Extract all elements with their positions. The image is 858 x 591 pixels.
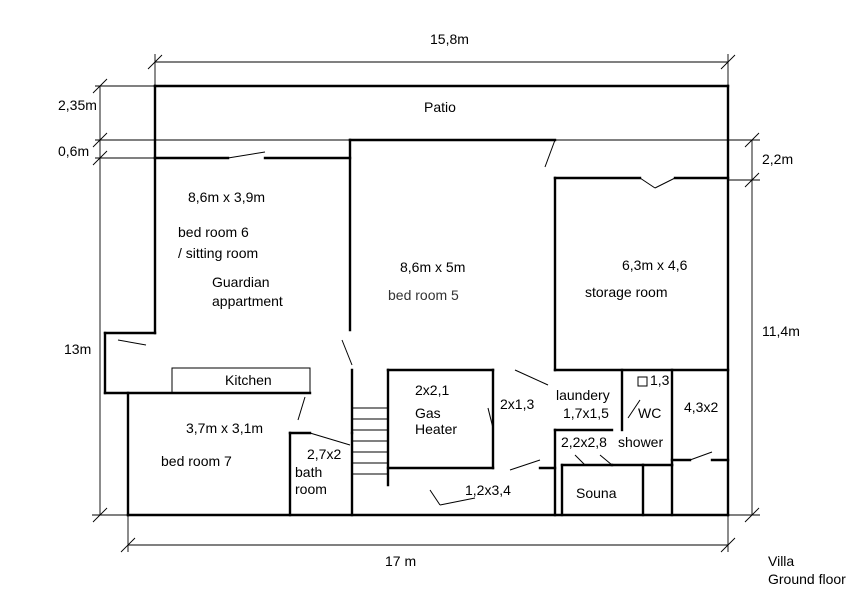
corridor-size: 2x1,3 (500, 396, 534, 412)
caption-line2: Ground floor (768, 571, 846, 587)
bath-label-2: room (295, 481, 327, 497)
sauna-size: 2,2x2,8 (561, 434, 607, 450)
labels: 15,8m 17 m 2,35m 0,6m 13m 2,2m 11,4m Pat… (58, 31, 846, 587)
gas-label: Gas (415, 405, 441, 421)
top-width-label: 15,8m (430, 31, 469, 47)
bedroom6-size: 8,6m x 3,9m (188, 189, 265, 205)
stairs (352, 368, 390, 487)
right-upper-label: 2,2m (762, 151, 793, 167)
shower-label: shower (618, 434, 663, 450)
bedroom7-name: bed room 7 (161, 453, 232, 469)
bath-label: bath (295, 464, 322, 480)
hall-size: 1,2x3,4 (465, 482, 511, 498)
bath-size: 2,7x2 (307, 446, 341, 462)
gas-label-2: Heater (415, 421, 457, 437)
storage-name: storage room (585, 284, 667, 300)
dimension-lines (92, 54, 760, 553)
sauna-label: Souna (576, 485, 617, 501)
kitchen-label: Kitchen (225, 372, 272, 388)
laundry-size: 1,7x1,5 (563, 405, 609, 421)
patio-label: Patio (424, 99, 456, 115)
patio-depth-label: 2,35m (58, 97, 97, 113)
bedroom7-size: 3,7m x 3,1m (186, 420, 263, 436)
bedroom6-name: bed room 6 (178, 224, 249, 240)
gap-label: 0,6m (58, 143, 89, 159)
wc-size: 1,3 (650, 372, 670, 388)
wc-label: WC (638, 405, 661, 421)
left-height-label: 13m (64, 341, 91, 357)
storage-size: 6,3m x 4,6 (622, 257, 688, 273)
right-room-size: 4,3x2 (684, 399, 718, 415)
caption-line1: Villa (768, 553, 794, 569)
wc-symbol (637, 376, 648, 387)
bedroom5-name: bed room 5 (388, 287, 459, 303)
bedroom6-name-2: / sitting room (178, 245, 258, 261)
bedroom5-size: 8,6m x 5m (400, 259, 465, 275)
guardian-label-2: appartment (212, 293, 283, 309)
guardian-label: Guardian (212, 274, 270, 290)
right-height-label: 11,4m (762, 323, 800, 339)
gas-size: 2x2,1 (415, 382, 449, 398)
walls (103, 84, 730, 517)
laundry-label: laundery (556, 387, 610, 403)
bottom-width-label: 17 m (385, 553, 416, 569)
